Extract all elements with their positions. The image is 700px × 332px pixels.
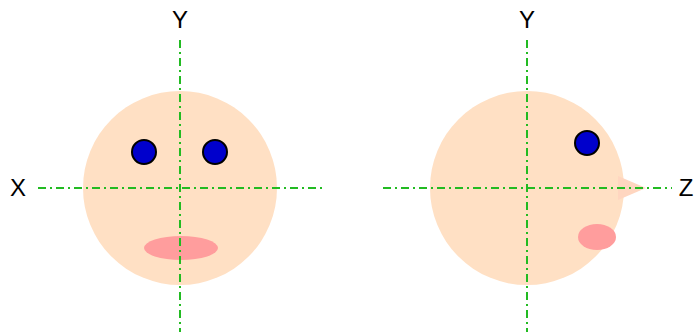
eye (203, 140, 227, 164)
axis-label: Y (519, 8, 535, 32)
axis-label: X (10, 176, 26, 200)
y-axis (179, 40, 181, 332)
axis-label: Y (172, 8, 188, 32)
eye (132, 140, 156, 164)
axis-label: Z (679, 176, 694, 200)
y-axis (526, 40, 528, 332)
mouth (578, 224, 616, 250)
eye (575, 131, 599, 155)
